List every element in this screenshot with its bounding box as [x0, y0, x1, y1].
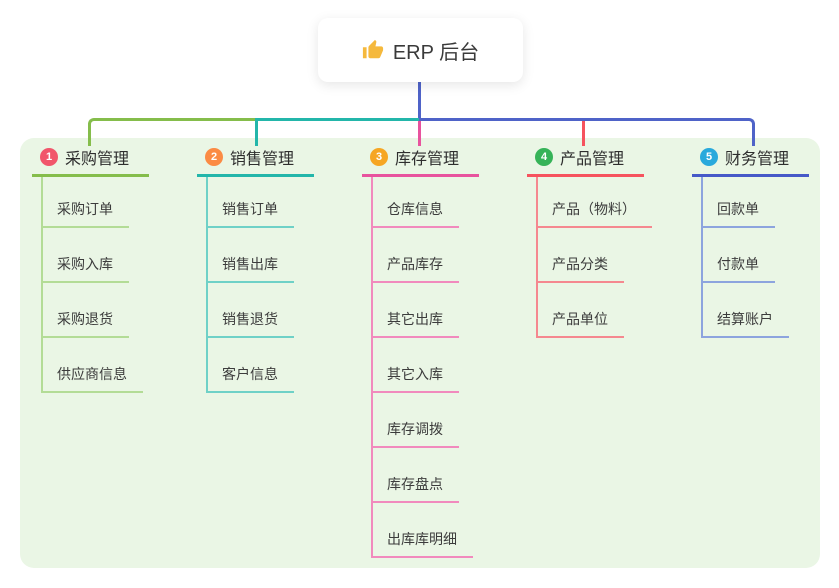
branch-topic[interactable]: 1 采购管理 [32, 146, 150, 177]
branch-children: 销售订单销售出库销售退货客户信息 [206, 177, 294, 393]
subtopic-label: 库存盘点 [387, 476, 443, 492]
branch-1: 1 采购管理采购订单采购入库采购退货供应商信息 [32, 146, 150, 393]
subtopic-node[interactable]: 产品单位 [538, 283, 624, 338]
subtopic-label: 产品单位 [552, 311, 608, 327]
subtopic-node[interactable]: 仓库信息 [373, 177, 459, 228]
branch-4: 4 产品管理产品（物料） 产品分类产品单位 [527, 146, 652, 338]
subtopic-label: 采购订单 [57, 201, 113, 217]
bus-segment-branch-5 [419, 118, 755, 146]
branch-children: 回款单付款单结算账户 [701, 177, 789, 338]
subtopic-label: 回款单 [717, 201, 759, 217]
subtopic-label: 库存调拨 [387, 421, 443, 437]
subtopic-node[interactable]: 其它出库 [373, 283, 459, 338]
branch-topic-label: 财务管理 [725, 151, 790, 168]
branch-number-badge: 5 [700, 148, 718, 166]
subtopic-label: 销售出库 [222, 256, 278, 272]
subtopic-label: 仓库信息 [387, 201, 443, 217]
subtopic-label: 客户信息 [222, 366, 278, 382]
subtopic-node[interactable]: 采购退货 [43, 283, 129, 338]
subtopic-node[interactable]: 结算账户 [703, 283, 789, 338]
subtopic-node[interactable]: 库存盘点 [373, 448, 459, 503]
bus-segment-branch-1 [88, 118, 255, 146]
branch-number-badge: 3 [370, 148, 388, 166]
branch-number-badge: 2 [205, 148, 223, 166]
branch-5: 5 财务管理回款单付款单结算账户 [692, 146, 810, 338]
subtopic-node[interactable]: 销售退货 [208, 283, 294, 338]
subtopic-node[interactable]: 库存调拨 [373, 393, 459, 448]
branch-topic-label: 产品管理 [560, 151, 625, 168]
bus-segment-branch-2 [255, 118, 419, 146]
branches-panel [20, 138, 820, 568]
branch-topic[interactable]: 4 产品管理 [527, 146, 645, 177]
subtopic-node[interactable]: 出库库明细 [373, 503, 473, 558]
root-topic[interactable]: ERP 后台 [318, 18, 523, 82]
subtopic-node[interactable]: 付款单 [703, 228, 775, 283]
subtopic-label: 出库库明细 [387, 531, 457, 547]
branch-topic-label: 销售管理 [230, 151, 295, 168]
subtopic-node[interactable]: 采购入库 [43, 228, 129, 283]
branch-topic[interactable]: 5 财务管理 [692, 146, 810, 177]
branch-topic-label: 采购管理 [65, 151, 130, 168]
subtopic-label: 销售订单 [222, 201, 278, 217]
branch-2: 2 销售管理销售订单销售出库销售退货客户信息 [197, 146, 315, 393]
subtopic-node[interactable]: 产品（物料） [538, 177, 652, 228]
subtopic-node[interactable]: 供应商信息 [43, 338, 143, 393]
root-connector [418, 82, 421, 119]
branch-topic[interactable]: 2 销售管理 [197, 146, 315, 177]
branch-children: 仓库信息产品库存其它出库其它入库库存调拨库存盘点出库库明细 [371, 177, 473, 558]
branch-drop-3 [418, 121, 421, 146]
subtopic-node[interactable]: 销售订单 [208, 177, 294, 228]
branch-3: 3 库存管理仓库信息产品库存其它出库其它入库库存调拨库存盘点出库库明细 [362, 146, 480, 558]
subtopic-label: 供应商信息 [57, 366, 127, 382]
subtopic-node[interactable]: 产品库存 [373, 228, 459, 283]
subtopic-label: 产品（物料） [552, 201, 636, 217]
subtopic-node[interactable]: 销售出库 [208, 228, 294, 283]
branch-children: 采购订单采购入库采购退货供应商信息 [41, 177, 143, 393]
branch-drop-4 [582, 121, 585, 146]
subtopic-label: 采购退货 [57, 311, 113, 327]
subtopic-node[interactable]: 采购订单 [43, 177, 129, 228]
branch-number-badge: 4 [535, 148, 553, 166]
subtopic-label: 产品分类 [552, 256, 608, 272]
root-topic-label: ERP 后台 [392, 41, 480, 64]
branch-children: 产品（物料） 产品分类产品单位 [536, 177, 652, 338]
branch-topic-label: 库存管理 [395, 151, 460, 168]
subtopic-label: 其它入库 [387, 366, 443, 382]
subtopic-label: 产品库存 [387, 256, 443, 272]
branch-topic[interactable]: 3 库存管理 [362, 146, 480, 177]
subtopic-label: 其它出库 [387, 311, 443, 327]
subtopic-node[interactable]: 回款单 [703, 177, 775, 228]
subtopic-label: 采购入库 [57, 256, 113, 272]
subtopic-node[interactable]: 产品分类 [538, 228, 624, 283]
subtopic-label: 结算账户 [717, 311, 773, 327]
subtopic-label: 销售退货 [222, 311, 278, 327]
thumbs-up-icon [362, 39, 384, 61]
branch-number-badge: 1 [40, 148, 58, 166]
subtopic-label: 付款单 [717, 256, 759, 272]
subtopic-node[interactable]: 其它入库 [373, 338, 459, 393]
subtopic-node[interactable]: 客户信息 [208, 338, 294, 393]
